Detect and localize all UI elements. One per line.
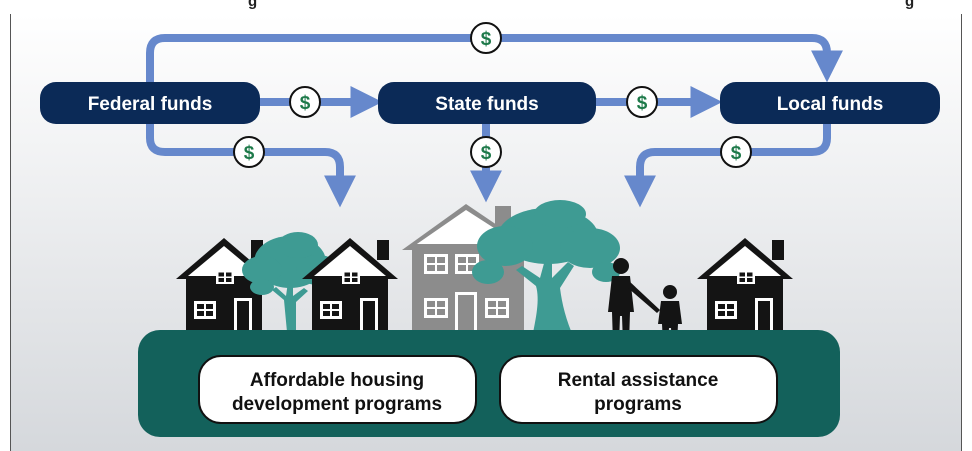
fund-label-local: Local funds bbox=[777, 94, 884, 115]
title-fragment-left: g bbox=[248, 0, 257, 10]
tree-large-icon bbox=[472, 200, 620, 338]
house-dark-3-icon bbox=[697, 238, 793, 332]
program-label-affordable-line2: development programs bbox=[232, 394, 442, 415]
fund-label-state: State funds bbox=[435, 94, 538, 115]
dollar-coin-local-down: $ bbox=[720, 136, 752, 168]
fund-box-federal: Federal funds bbox=[40, 82, 260, 124]
dollar-coin-state-down: $ bbox=[470, 136, 502, 168]
dollar-symbol-state-local: $ bbox=[637, 93, 648, 114]
program-label-rental-line1: Rental assistance bbox=[558, 370, 719, 391]
dollar-coin-top: $ bbox=[470, 22, 502, 54]
dollar-symbol-top: $ bbox=[481, 29, 492, 50]
house-dark-2-icon bbox=[302, 238, 398, 332]
program-box-rental-assistance: Rental assistance programs bbox=[499, 355, 778, 424]
dollar-coin-federal-state: $ bbox=[289, 86, 321, 118]
fund-box-state: State funds bbox=[378, 82, 596, 124]
dollar-symbol-state-down: $ bbox=[481, 143, 492, 164]
dollar-coin-state-local: $ bbox=[626, 86, 658, 118]
dollar-symbol-federal-state: $ bbox=[300, 93, 311, 114]
dollar-symbol-federal-down: $ bbox=[244, 143, 255, 164]
dollar-symbol-local-down: $ bbox=[731, 143, 742, 164]
program-box-affordable-housing: Affordable housing development programs bbox=[198, 355, 477, 424]
program-label-affordable-line1: Affordable housing bbox=[250, 370, 424, 391]
fund-label-federal: Federal funds bbox=[88, 94, 213, 115]
fund-box-local: Local funds bbox=[720, 82, 940, 124]
program-label-rental-line2: programs bbox=[594, 394, 682, 415]
title-fragment-right: g bbox=[905, 0, 914, 10]
dollar-coin-federal-down: $ bbox=[233, 136, 265, 168]
